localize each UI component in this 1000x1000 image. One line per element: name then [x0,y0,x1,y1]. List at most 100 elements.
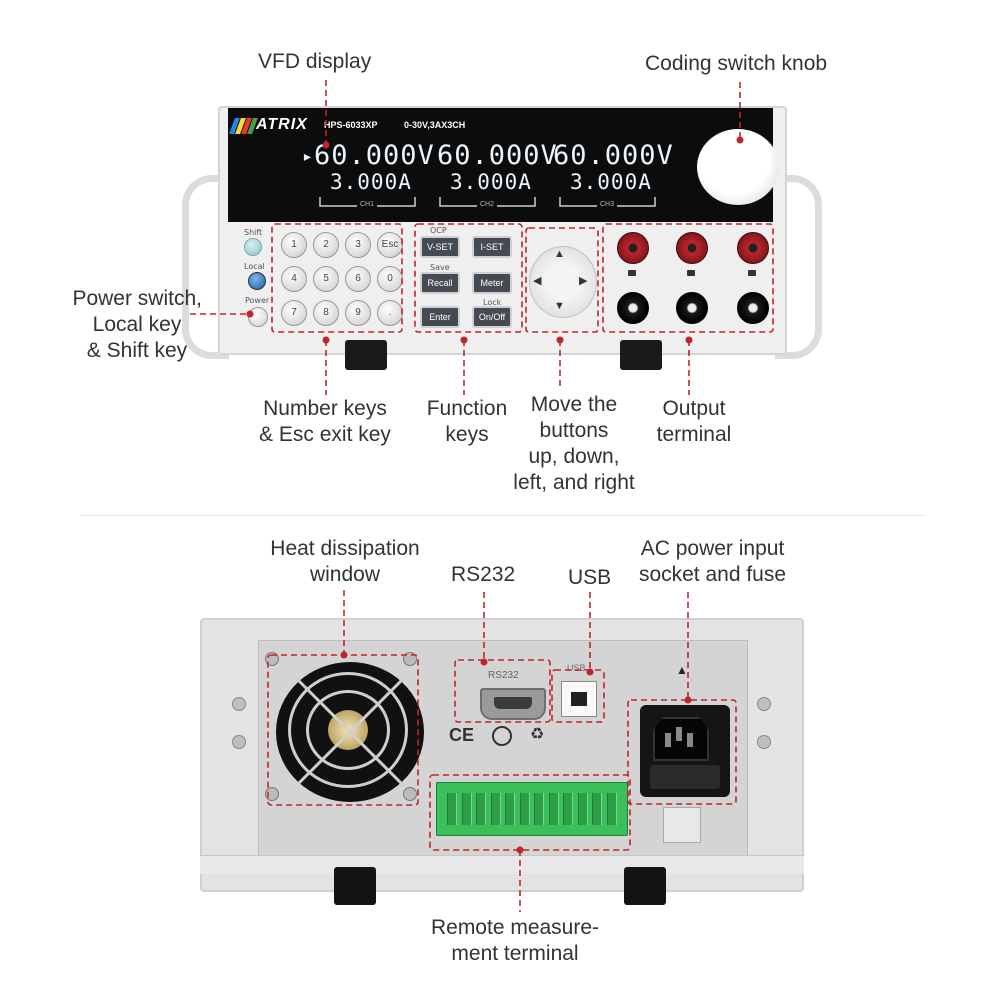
screw [403,787,417,801]
label-power-switch-line2: Local key [92,313,182,336]
terminal-screw [519,793,530,825]
ground-symbol [492,726,512,746]
function-key[interactable]: Recall [420,272,460,294]
local-caption: Local [244,262,265,271]
label-coding-switch-knob: Coding switch knob [645,52,828,75]
screw [265,652,279,666]
function-key[interactable]: On/Off [472,306,512,328]
terminal-ground-dot [687,270,695,276]
ch3-tag: CH3 [597,201,618,208]
coding-switch-knob[interactable] [697,129,779,205]
output-terminal-positive[interactable] [737,232,769,264]
ch2-tag: CH2 [477,201,498,208]
label-rs232: RS232 [451,563,516,586]
terminal-ground-dot [748,270,756,276]
terminal-screw [461,793,472,825]
label-function-keys-line2: keys [445,423,489,446]
label-ac-power-line1: AC power input [640,537,785,560]
fkey-caption-ocp: OCP [430,226,447,235]
number-key[interactable]: 1 [281,232,307,258]
power-switch[interactable] [248,307,268,327]
label-function-keys-line1: Function [426,397,508,420]
label-remote-terminal: Remote measure- ment terminal [415,915,615,967]
rs232-port[interactable] [480,688,546,720]
local-key[interactable] [248,272,266,290]
screw [757,735,771,749]
label-move-buttons-line1: Move the [530,393,618,416]
output-terminal-negative[interactable] [676,292,708,324]
terminal-screw [534,793,544,825]
rear-foot-left [334,867,376,905]
screw [232,697,246,711]
number-key[interactable]: 9 [345,300,371,326]
terminal-screw [476,793,486,825]
direction-pad: ▲ ▼ ◀ ▶ [527,240,597,322]
arrow-right-button[interactable]: ▶ [579,275,588,287]
front-foot-right [620,340,662,370]
model-name: HPS-6033XP [324,120,378,130]
label-remote-terminal-line2: ment terminal [451,942,579,965]
heat-dissipation-fan [276,662,424,802]
fkey-caption-lock: Lock [483,298,502,307]
left-handle [182,175,229,359]
number-key[interactable]: 2 [313,232,339,258]
output-terminal-negative[interactable] [737,292,769,324]
label-usb: USB [568,566,612,589]
terminal-screw [592,793,602,825]
remote-measurement-terminal[interactable] [436,782,628,836]
fkey-caption-save: Save [430,263,450,272]
terminal-screw [548,793,559,825]
number-key[interactable]: 8 [313,300,339,326]
ch2-current: 3.000A [450,170,532,194]
label-power-switch-line1: Power switch, [72,287,202,310]
output-terminal-positive[interactable] [676,232,708,264]
front-foot-left [345,340,387,370]
model-spec: 0-30V,3AX3CH [404,120,466,130]
arrow-left-button[interactable]: ◀ [533,275,542,287]
output-terminal-positive[interactable] [617,232,649,264]
ch1-tag: CH1 [357,201,378,208]
label-heat-dissipation: Heat dissipation window [250,536,440,588]
fan-guard-cross [294,676,406,788]
number-key[interactable]: 5 [313,266,339,292]
label-function-keys: Function keys [414,396,520,448]
usb-port[interactable] [561,681,597,717]
number-key[interactable]: 6 [345,266,371,292]
label-move-buttons-line4: left, and right [513,471,635,494]
terminal-screw [606,793,617,825]
label-move-buttons-line2: buttons [539,419,609,442]
label-vfd-display: VFD display [258,50,372,73]
arrow-down-button[interactable]: ▼ [554,300,565,312]
number-key[interactable]: Esc [377,232,403,258]
ch1-current: 3.000A [330,170,412,194]
output-terminal-negative[interactable] [617,292,649,324]
shift-key[interactable] [244,238,262,256]
number-key[interactable]: 0 [377,266,403,292]
label-power-switch-line3: & Shift key [86,339,188,362]
function-key[interactable]: I-SET [472,236,512,258]
label-ac-power-line2: socket and fuse [638,563,787,586]
arrow-up-button[interactable]: ▲ [554,248,565,260]
label-output-terminal-line2: terminal [656,423,732,446]
function-key[interactable]: Enter [420,306,460,328]
ch3-voltage: 60.000V [553,140,674,171]
number-key[interactable]: . [377,300,403,326]
screw [265,787,279,801]
fuse-holder[interactable] [650,765,720,789]
number-key[interactable]: 3 [345,232,371,258]
number-key[interactable]: 4 [281,266,307,292]
rear-bottom-lip [200,855,804,874]
terminal-ground-dot [628,270,636,276]
number-key[interactable]: 7 [281,300,307,326]
rs232-print: RS232 [488,670,519,681]
label-heat-dissipation-line2: window [309,563,381,586]
label-ac-power: AC power input socket and fuse [625,536,800,588]
terminal-screw [447,793,457,825]
label-remote-terminal-line1: Remote measure- [430,916,600,939]
function-key[interactable]: V-SET [420,236,460,258]
ch1-cursor: ▸ [302,146,314,167]
function-key[interactable]: Meter [472,272,512,294]
recycle-symbol: ♻ [530,726,545,743]
ac-power-socket[interactable] [640,705,730,797]
rear-foot-right [624,867,666,905]
